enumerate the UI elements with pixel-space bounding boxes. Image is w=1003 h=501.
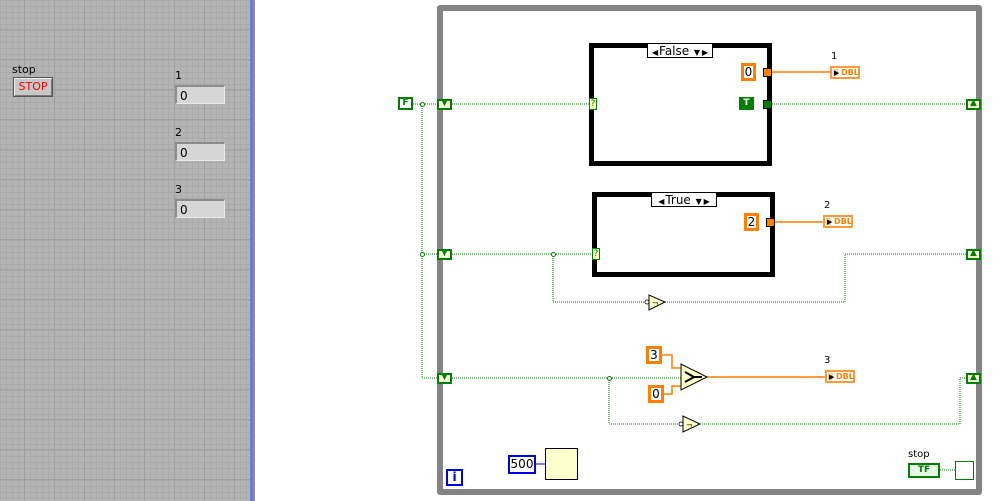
wait-ms-function[interactable]	[545, 448, 578, 480]
indicator-2-terminal-label: 2	[824, 200, 831, 211]
shift-register-left-3[interactable]: ▼	[437, 372, 452, 384]
play-arrow-icon: ▶	[827, 218, 833, 226]
bool-wire-init-branch-3	[421, 104, 440, 379]
wire-junction	[420, 102, 425, 107]
stop-control-terminal[interactable]: TF	[908, 463, 940, 478]
bool-wire-row2-to-not	[552, 254, 649, 303]
indicator-3: 0	[175, 199, 225, 218]
up-triangle-icon: ▲	[970, 98, 977, 108]
down-triangle-icon: ▼	[441, 248, 448, 258]
pane-splitter[interactable]	[250, 0, 253, 501]
iteration-terminal[interactable]: i	[446, 469, 463, 486]
play-arrow-icon: ▶	[834, 69, 840, 77]
up-triangle-icon: ▲	[970, 372, 977, 382]
case-selector-2-value: True	[665, 193, 691, 207]
bool-wire-row2-out	[665, 253, 968, 303]
not-gate-row2: ¬	[644, 294, 667, 311]
indicator-1: 0	[175, 85, 225, 104]
indicator-1-terminal-label: 1	[831, 51, 838, 62]
dropdown-arrow-icon[interactable]: ▼	[695, 197, 702, 206]
indicator-3-label: 3	[175, 183, 182, 196]
indicator-2-type: DBL	[834, 217, 852, 226]
select-function	[680, 363, 709, 391]
true-constant[interactable]: T	[739, 97, 754, 110]
case-selector-terminal-2[interactable]: ?	[592, 248, 600, 260]
down-triangle-icon: ▼	[441, 372, 448, 382]
indicator-2-terminal[interactable]: ▶DBL	[823, 215, 853, 228]
shift-register-left-1[interactable]: ▼	[437, 98, 452, 110]
case-selector-1-value: False	[659, 44, 690, 58]
not-gate-row3: ¬	[678, 415, 702, 433]
increment-arrow-icon[interactable]: ▶	[703, 197, 710, 206]
wait-ms-constant[interactable]: 500	[508, 455, 536, 474]
wire-junction	[607, 376, 612, 381]
pane-splitter-edge	[253, 0, 255, 501]
front-panel: stop STOP 1 0 2 0 3 0	[0, 0, 250, 501]
numeric-wire-select-t	[662, 354, 682, 369]
case-selector-terminal-1[interactable]: ?	[589, 98, 597, 110]
output-tunnel-1[interactable]	[763, 68, 772, 77]
case-selector-1[interactable]: ◀False ▼▶	[647, 43, 713, 58]
indicator-2: 0	[175, 142, 225, 161]
decrement-arrow-icon[interactable]: ◀	[658, 197, 665, 206]
bool-wire-row3-to-not	[608, 378, 683, 425]
indicator-2-label: 2	[175, 126, 182, 139]
indicator-3-terminal-label: 3	[824, 355, 831, 366]
indicator-1-terminal[interactable]: ▶DBL	[830, 66, 860, 79]
case-structure-1-interior	[594, 48, 767, 161]
select-false-constant[interactable]: 0	[648, 385, 664, 403]
stop-button[interactable]: STOP	[13, 77, 53, 97]
svg-text:¬: ¬	[686, 421, 693, 430]
case-selector-2[interactable]: ◀True ▼▶	[651, 192, 717, 207]
shift-register-left-2[interactable]: ▼	[437, 248, 452, 260]
stop-button-label: stop	[12, 63, 36, 76]
increment-arrow-icon[interactable]: ▶	[701, 48, 709, 57]
indicator-3-terminal[interactable]: ▶DBL	[825, 370, 855, 383]
indicator-1-label: 1	[175, 69, 182, 82]
wire-junction	[551, 252, 556, 257]
down-triangle-icon: ▼	[441, 98, 448, 108]
stop-terminal-label: stop	[908, 449, 930, 460]
indicator-1-type: DBL	[841, 68, 859, 77]
output-tunnel-2[interactable]	[766, 218, 775, 227]
loop-condition-terminal[interactable]	[955, 461, 974, 480]
select-true-constant[interactable]: 3	[646, 346, 662, 364]
dropdown-arrow-icon[interactable]: ▼	[693, 48, 701, 57]
svg-text:¬: ¬	[652, 299, 659, 308]
shift-register-right-3[interactable]: ▲	[966, 372, 981, 384]
numeric-constant-1[interactable]: 0	[741, 63, 756, 81]
bool-wire-row3-out	[700, 377, 968, 425]
output-tunnel-bool[interactable]	[763, 100, 772, 109]
play-arrow-icon: ▶	[829, 373, 835, 381]
shift-register-right-1[interactable]: ▲	[966, 98, 981, 110]
false-constant[interactable]: F	[398, 97, 413, 110]
wire-junction	[420, 252, 425, 257]
indicator-3-type: DBL	[836, 372, 854, 381]
numeric-constant-2[interactable]: 2	[744, 213, 759, 231]
case-structure-2-interior	[597, 197, 770, 272]
shift-register-right-2[interactable]: ▲	[966, 248, 981, 260]
decrement-arrow-icon[interactable]: ◀	[651, 48, 659, 57]
up-triangle-icon: ▲	[970, 248, 977, 258]
numeric-wire-select-f	[664, 385, 682, 395]
